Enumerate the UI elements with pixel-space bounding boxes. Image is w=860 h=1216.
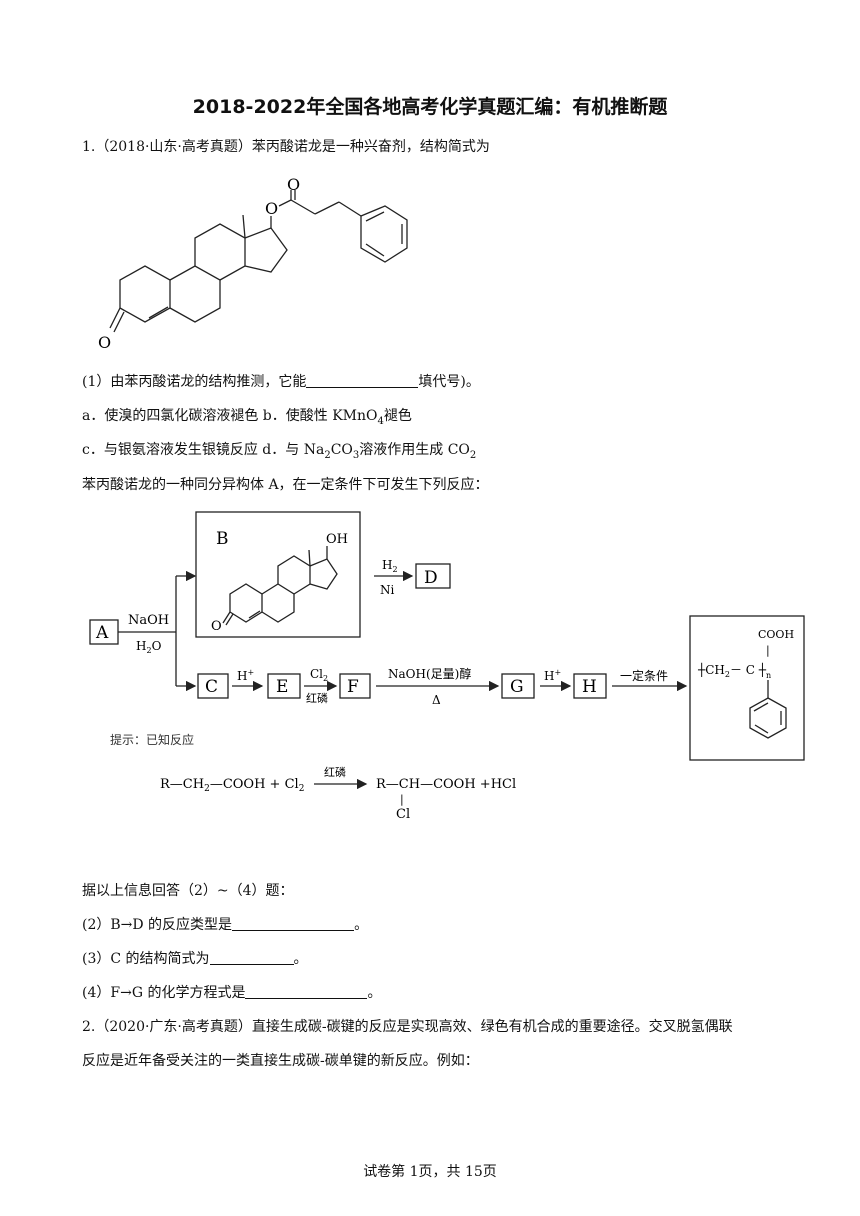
label-e: E	[276, 677, 288, 697]
label-d: D	[424, 568, 438, 588]
structure-nandrolone-phenpropionate: O O O	[98, 175, 408, 352]
reagent-ni: Ni	[380, 583, 395, 597]
polymer-main-chain: ┼CH2－ C ┼n	[697, 662, 771, 680]
box-b	[195, 511, 361, 638]
known-reaction-bond: |	[400, 793, 404, 807]
label-a: A	[95, 623, 109, 643]
reagent-hplus-1: H+	[237, 668, 254, 683]
known-reaction-left: R—CH2—COOH + Cl2	[160, 777, 304, 794]
question-1-part-1: (1）由苯丙酸诺龙的结构推测，它能填代号)。	[82, 373, 480, 390]
label-o-carbonyl: O	[287, 175, 300, 194]
reagent-naoh-alcohol: NaOH(足量)醇	[388, 666, 471, 681]
answer-blank-3[interactable]	[209, 950, 294, 965]
isomer-intro: 苯丙酸诺龙的一种同分异构体 A，在一定条件下可发生下列反应：	[82, 477, 489, 493]
box-polymer	[689, 615, 805, 761]
question-2-line-2: 反应是近年备受关注的一类直接生成碳-碳单键的新反应。例如：	[82, 1053, 479, 1069]
label-f: F	[347, 677, 359, 697]
reagent-heat: Δ	[432, 693, 441, 707]
box-g	[501, 673, 535, 699]
label-c: C	[205, 677, 218, 697]
options-cd: c．与银氨溶液发生银镜反应 d．与 Na2CO3溶液作用生成 CO2	[82, 442, 477, 461]
question-1-part-3: (3）C 的结构简式为。	[82, 950, 308, 967]
reagent-h2o: H2O	[136, 639, 162, 655]
page-title: 2018-2022年全国各地高考化学真题汇编：有机推断题	[192, 96, 668, 118]
polymer-bond-1: |	[766, 644, 770, 658]
box-f	[339, 673, 371, 699]
page-footer: 试卷第 1页，共 15页	[363, 1164, 497, 1180]
label-o-ketone: O	[98, 333, 111, 352]
label-b-o: O	[211, 619, 222, 634]
answer-blank-4[interactable]	[245, 984, 368, 999]
question-1-part-4: (4）F→G 的化学方程式是。	[82, 984, 382, 1001]
answer-blank-1[interactable]	[306, 373, 419, 388]
box-c	[197, 673, 229, 699]
label-g: G	[510, 677, 524, 697]
label-b: B	[216, 529, 229, 549]
question-1-part-2: (2）B→D 的反应类型是。	[82, 916, 369, 933]
polymer-cooh: COOH	[758, 628, 794, 641]
box-d	[415, 563, 451, 589]
box-e	[267, 673, 301, 699]
hint-label: 提示：已知反应	[110, 732, 194, 747]
label-h: H	[582, 677, 597, 697]
reagent-red-p: 红磷	[306, 692, 328, 705]
known-reaction-catalyst: 红磷	[324, 766, 346, 779]
options-ab: a．使溴的四氯化碳溶液褪色 b．使酸性 KMnO4褪色	[82, 408, 412, 427]
answer-intro: 据以上信息回答（2）~（4）题：	[82, 883, 294, 899]
answer-blank-2[interactable]	[232, 916, 355, 931]
reaction-scheme: A NaOH H2O B OH O H2 Ni D C H+ E Cl2 红磷 …	[89, 511, 805, 822]
reagent-conditions: 一定条件	[620, 668, 668, 683]
question-1-intro: 1.（2018·山东·高考真题）苯丙酸诺龙是一种兴奋剂，结构简式为	[82, 139, 490, 155]
reagent-naoh: NaOH	[128, 613, 169, 628]
reagent-hplus-2: H+	[544, 668, 561, 683]
question-2-line-1: 2.（2020·广东·高考真题）直接生成碳-碳键的反应是实现高效、绿色有机合成的…	[82, 1019, 733, 1035]
label-o-ester: O	[265, 199, 278, 218]
known-reaction-cl: Cl	[396, 807, 410, 822]
reagent-cl2: Cl2	[310, 667, 328, 683]
reagent-h2: H2	[382, 558, 398, 574]
label-b-oh: OH	[326, 532, 348, 547]
box-h	[573, 673, 607, 699]
known-reaction-right: R—CH—COOH +HCl	[376, 777, 516, 792]
